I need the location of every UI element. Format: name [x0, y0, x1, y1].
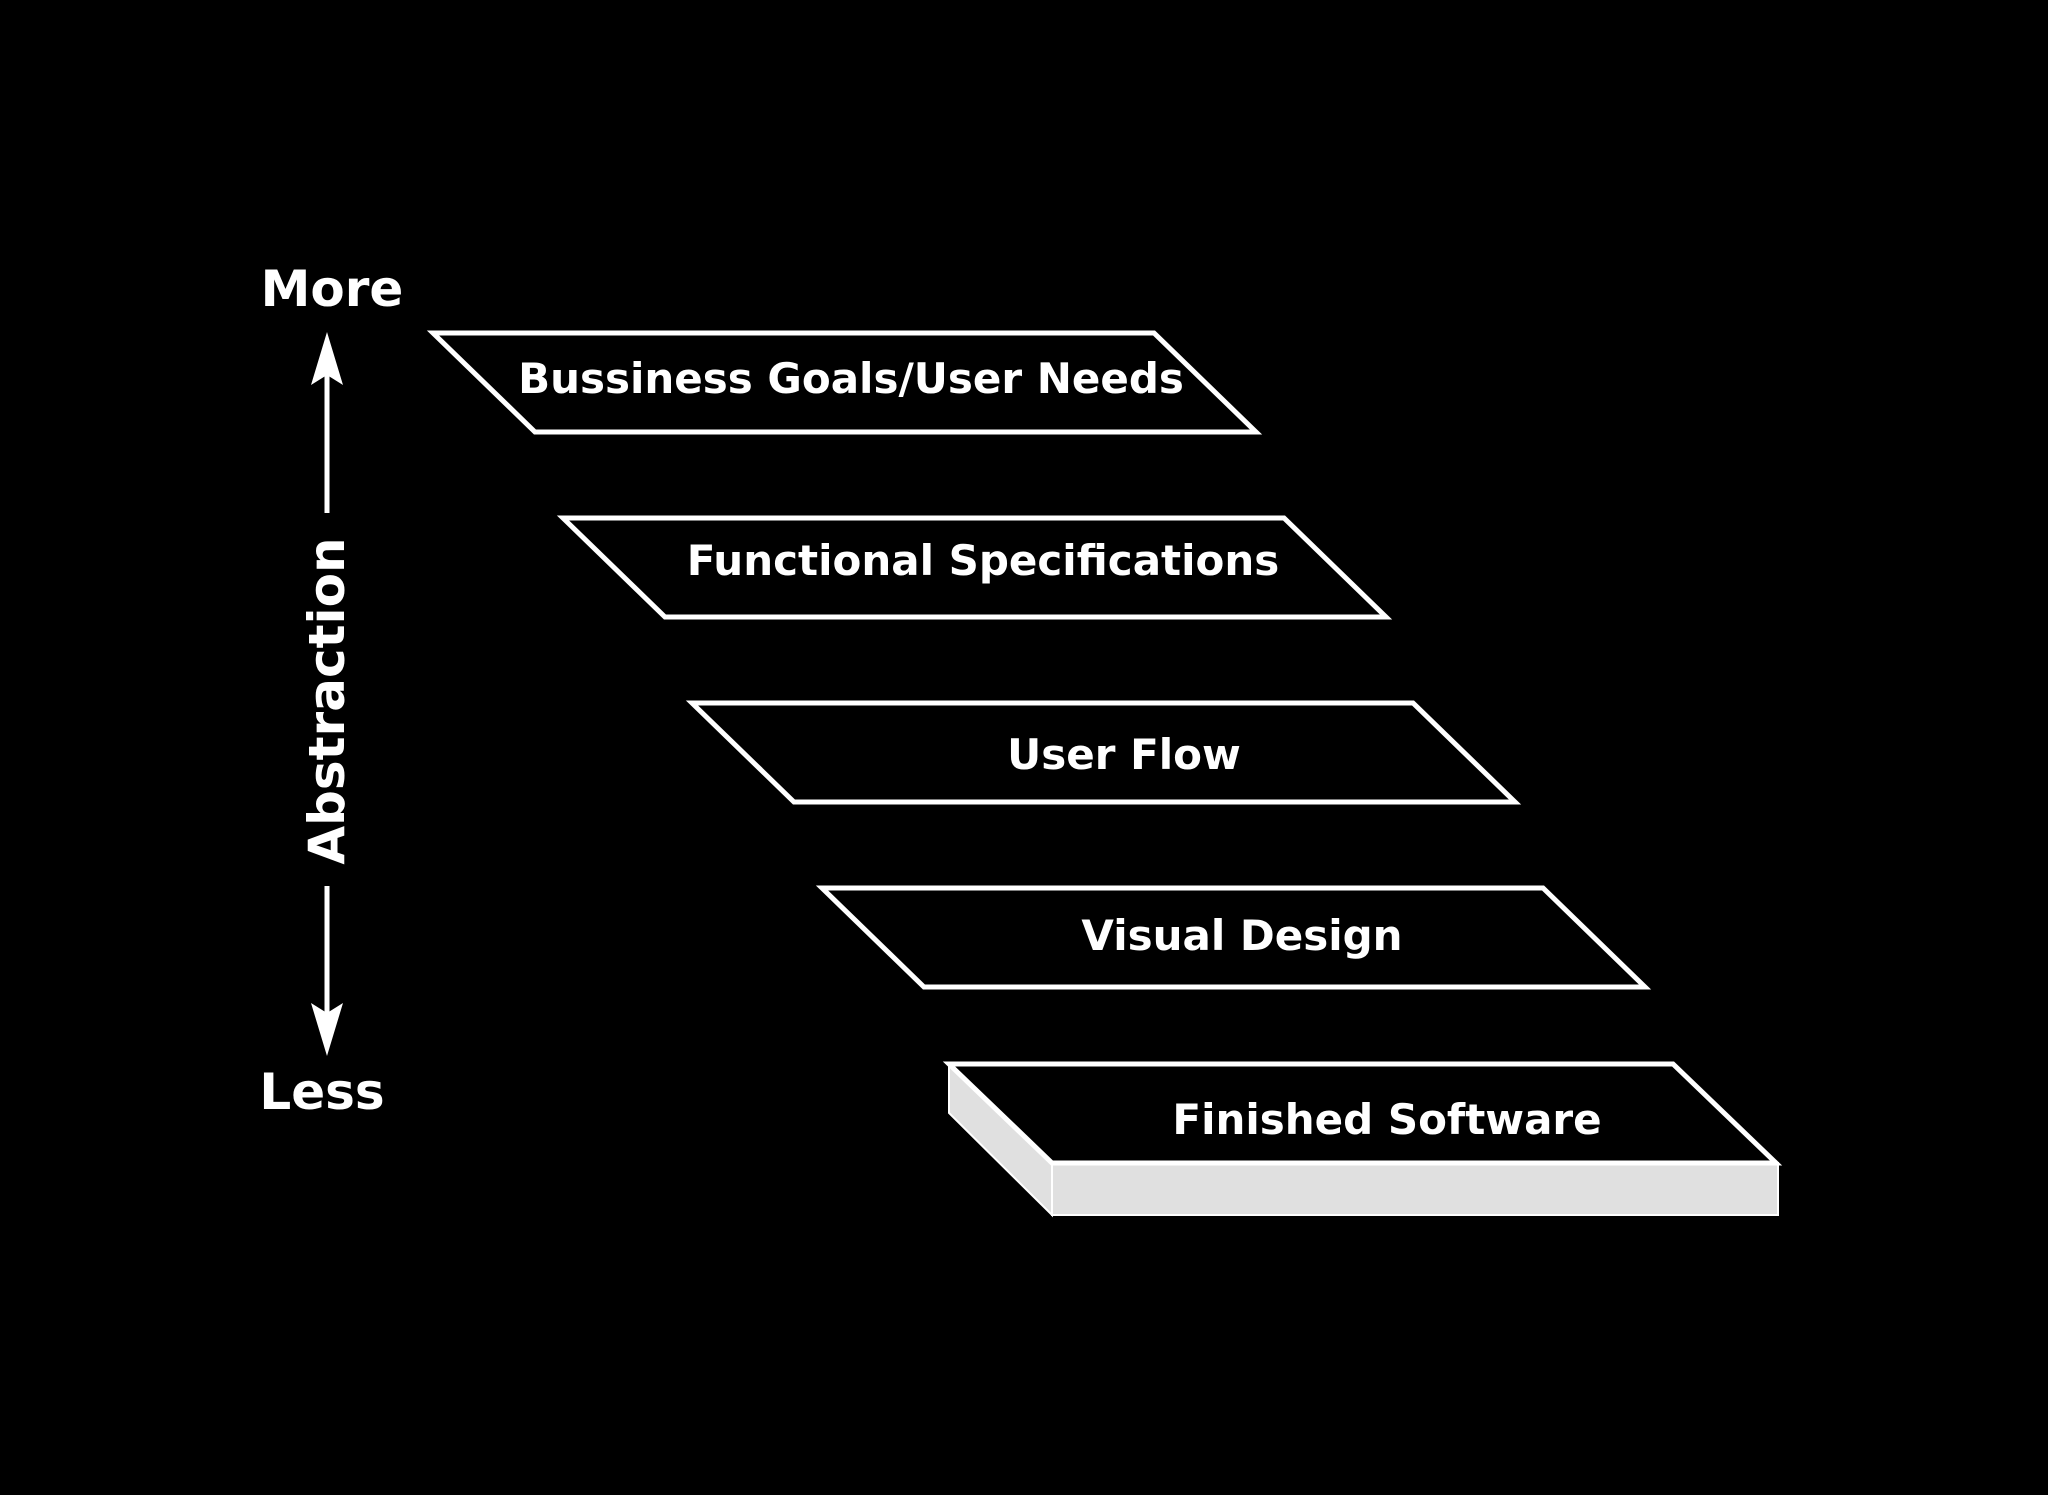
layer-visual-design-shape — [815, 885, 1652, 990]
axis-abstraction-label: Abstraction — [298, 537, 356, 864]
layer-functional-specifications: Functional Specifications — [556, 515, 1393, 620]
layer-visual-design: Visual Design — [815, 885, 1652, 990]
axis-more-label: More — [261, 260, 404, 318]
arrow-down-icon — [311, 1003, 343, 1056]
layer-user-flow-label: User Flow — [1007, 730, 1241, 779]
layer-visual-design-label: Visual Design — [1081, 911, 1402, 960]
layer-finished-software: Finished Software — [942, 1061, 1783, 1218]
layer-functional-specifications-shape — [556, 515, 1393, 620]
layer-business-goals: Bussiness Goals/User Needs — [426, 330, 1263, 435]
layer-finished-software-shape — [942, 1061, 1783, 1166]
layer-business-goals-label: Bussiness Goals/User Needs — [518, 354, 1184, 403]
slab-front-side — [1051, 1162, 1779, 1216]
layer-user-flow-shape — [685, 700, 1522, 805]
arrow-up-icon — [311, 332, 343, 385]
abstraction-axis: More Abstraction Less — [259, 260, 403, 1121]
layer-user-flow: User Flow — [685, 700, 1522, 805]
layer-finished-software-label: Finished Software — [1172, 1095, 1601, 1144]
axis-less-label: Less — [259, 1063, 384, 1121]
layer-functional-specifications-label: Functional Specifications — [687, 536, 1280, 585]
layer-business-goals-shape — [426, 330, 1263, 435]
